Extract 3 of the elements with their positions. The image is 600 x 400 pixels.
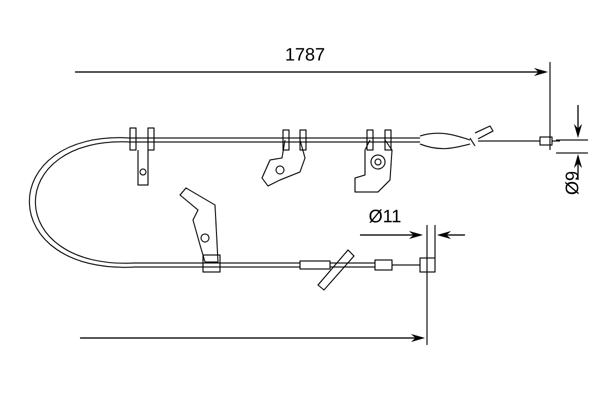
dimension-label: 1787 (286, 48, 324, 61)
dimension-label: Ø9 (565, 172, 579, 194)
dimension-label: Ø11 (369, 209, 400, 223)
